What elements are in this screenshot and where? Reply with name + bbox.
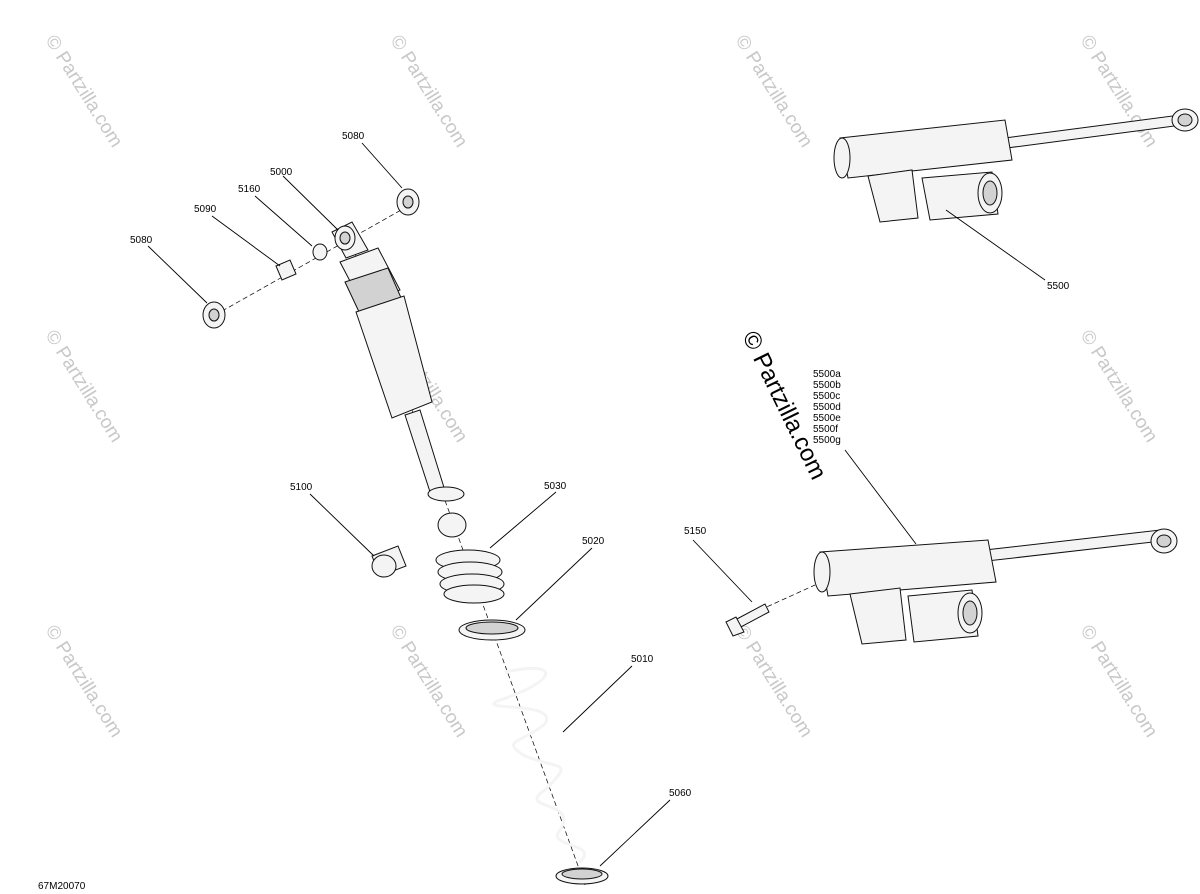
watermark: © Partzilla.com — [1076, 622, 1162, 742]
shock-assembly — [202, 188, 609, 886]
callout-label: 5090 — [194, 204, 217, 215]
callout-labels: 5080 5000 5160 5090 5080 5100 5030 5020 … — [130, 131, 1070, 799]
bushing-5080-top — [396, 188, 420, 216]
watermark: © Partzilla.com — [731, 622, 817, 742]
nut-5160 — [312, 243, 328, 261]
bushing-5080-left — [202, 301, 226, 329]
callout-label: 5150 — [684, 526, 707, 537]
spring-seat-5030 — [435, 549, 505, 604]
callout-label: 5100 — [290, 482, 313, 493]
ring-5060 — [555, 867, 609, 885]
callout-label: 5500f — [813, 424, 838, 435]
watermark: © Partzilla.com — [386, 32, 472, 152]
callout-label: 5020 — [582, 536, 605, 547]
callout-label: 5060 — [669, 788, 692, 799]
callout-label: 5500b — [813, 380, 841, 391]
watermark: © Partzilla.com — [41, 32, 127, 152]
spring-5010 — [492, 667, 586, 864]
callout-label: 5500 — [1047, 281, 1070, 292]
eye-bushing — [437, 512, 467, 538]
callout-label: 5500g — [813, 435, 841, 446]
watermark: © Partzilla.com — [1076, 327, 1162, 447]
shock-5500-top — [833, 108, 1199, 223]
watermark: © Partzilla.com — [41, 327, 127, 447]
axis-line — [214, 204, 411, 316]
watermark: © Partzilla.com — [731, 32, 817, 152]
callout-label: 5500c — [813, 391, 840, 402]
shock-5500-variants — [813, 528, 1178, 645]
leader-lines — [147, 142, 1046, 867]
callout-label: 5030 — [544, 481, 567, 492]
watermark: © Partzilla.com — [41, 622, 127, 742]
callout-label: 5500d — [813, 402, 841, 413]
callout-label: 5010 — [631, 654, 654, 665]
callout-label: 5500e — [813, 413, 841, 424]
bolt-5150 — [725, 584, 816, 637]
diagram-code: 67M20070 — [38, 881, 86, 892]
shock-5000 — [331, 221, 465, 502]
callout-label: 5160 — [238, 184, 261, 195]
callout-label: 5000 — [270, 167, 293, 178]
bushing-5100 — [371, 545, 407, 578]
callout-label: 5500a — [813, 369, 841, 380]
callout-label: 5080 — [342, 131, 365, 142]
callout-label: 5080 — [130, 235, 153, 246]
spacer-5090 — [275, 259, 297, 281]
watermark: © Partzilla.com — [386, 622, 472, 742]
collar-5020 — [458, 619, 526, 641]
